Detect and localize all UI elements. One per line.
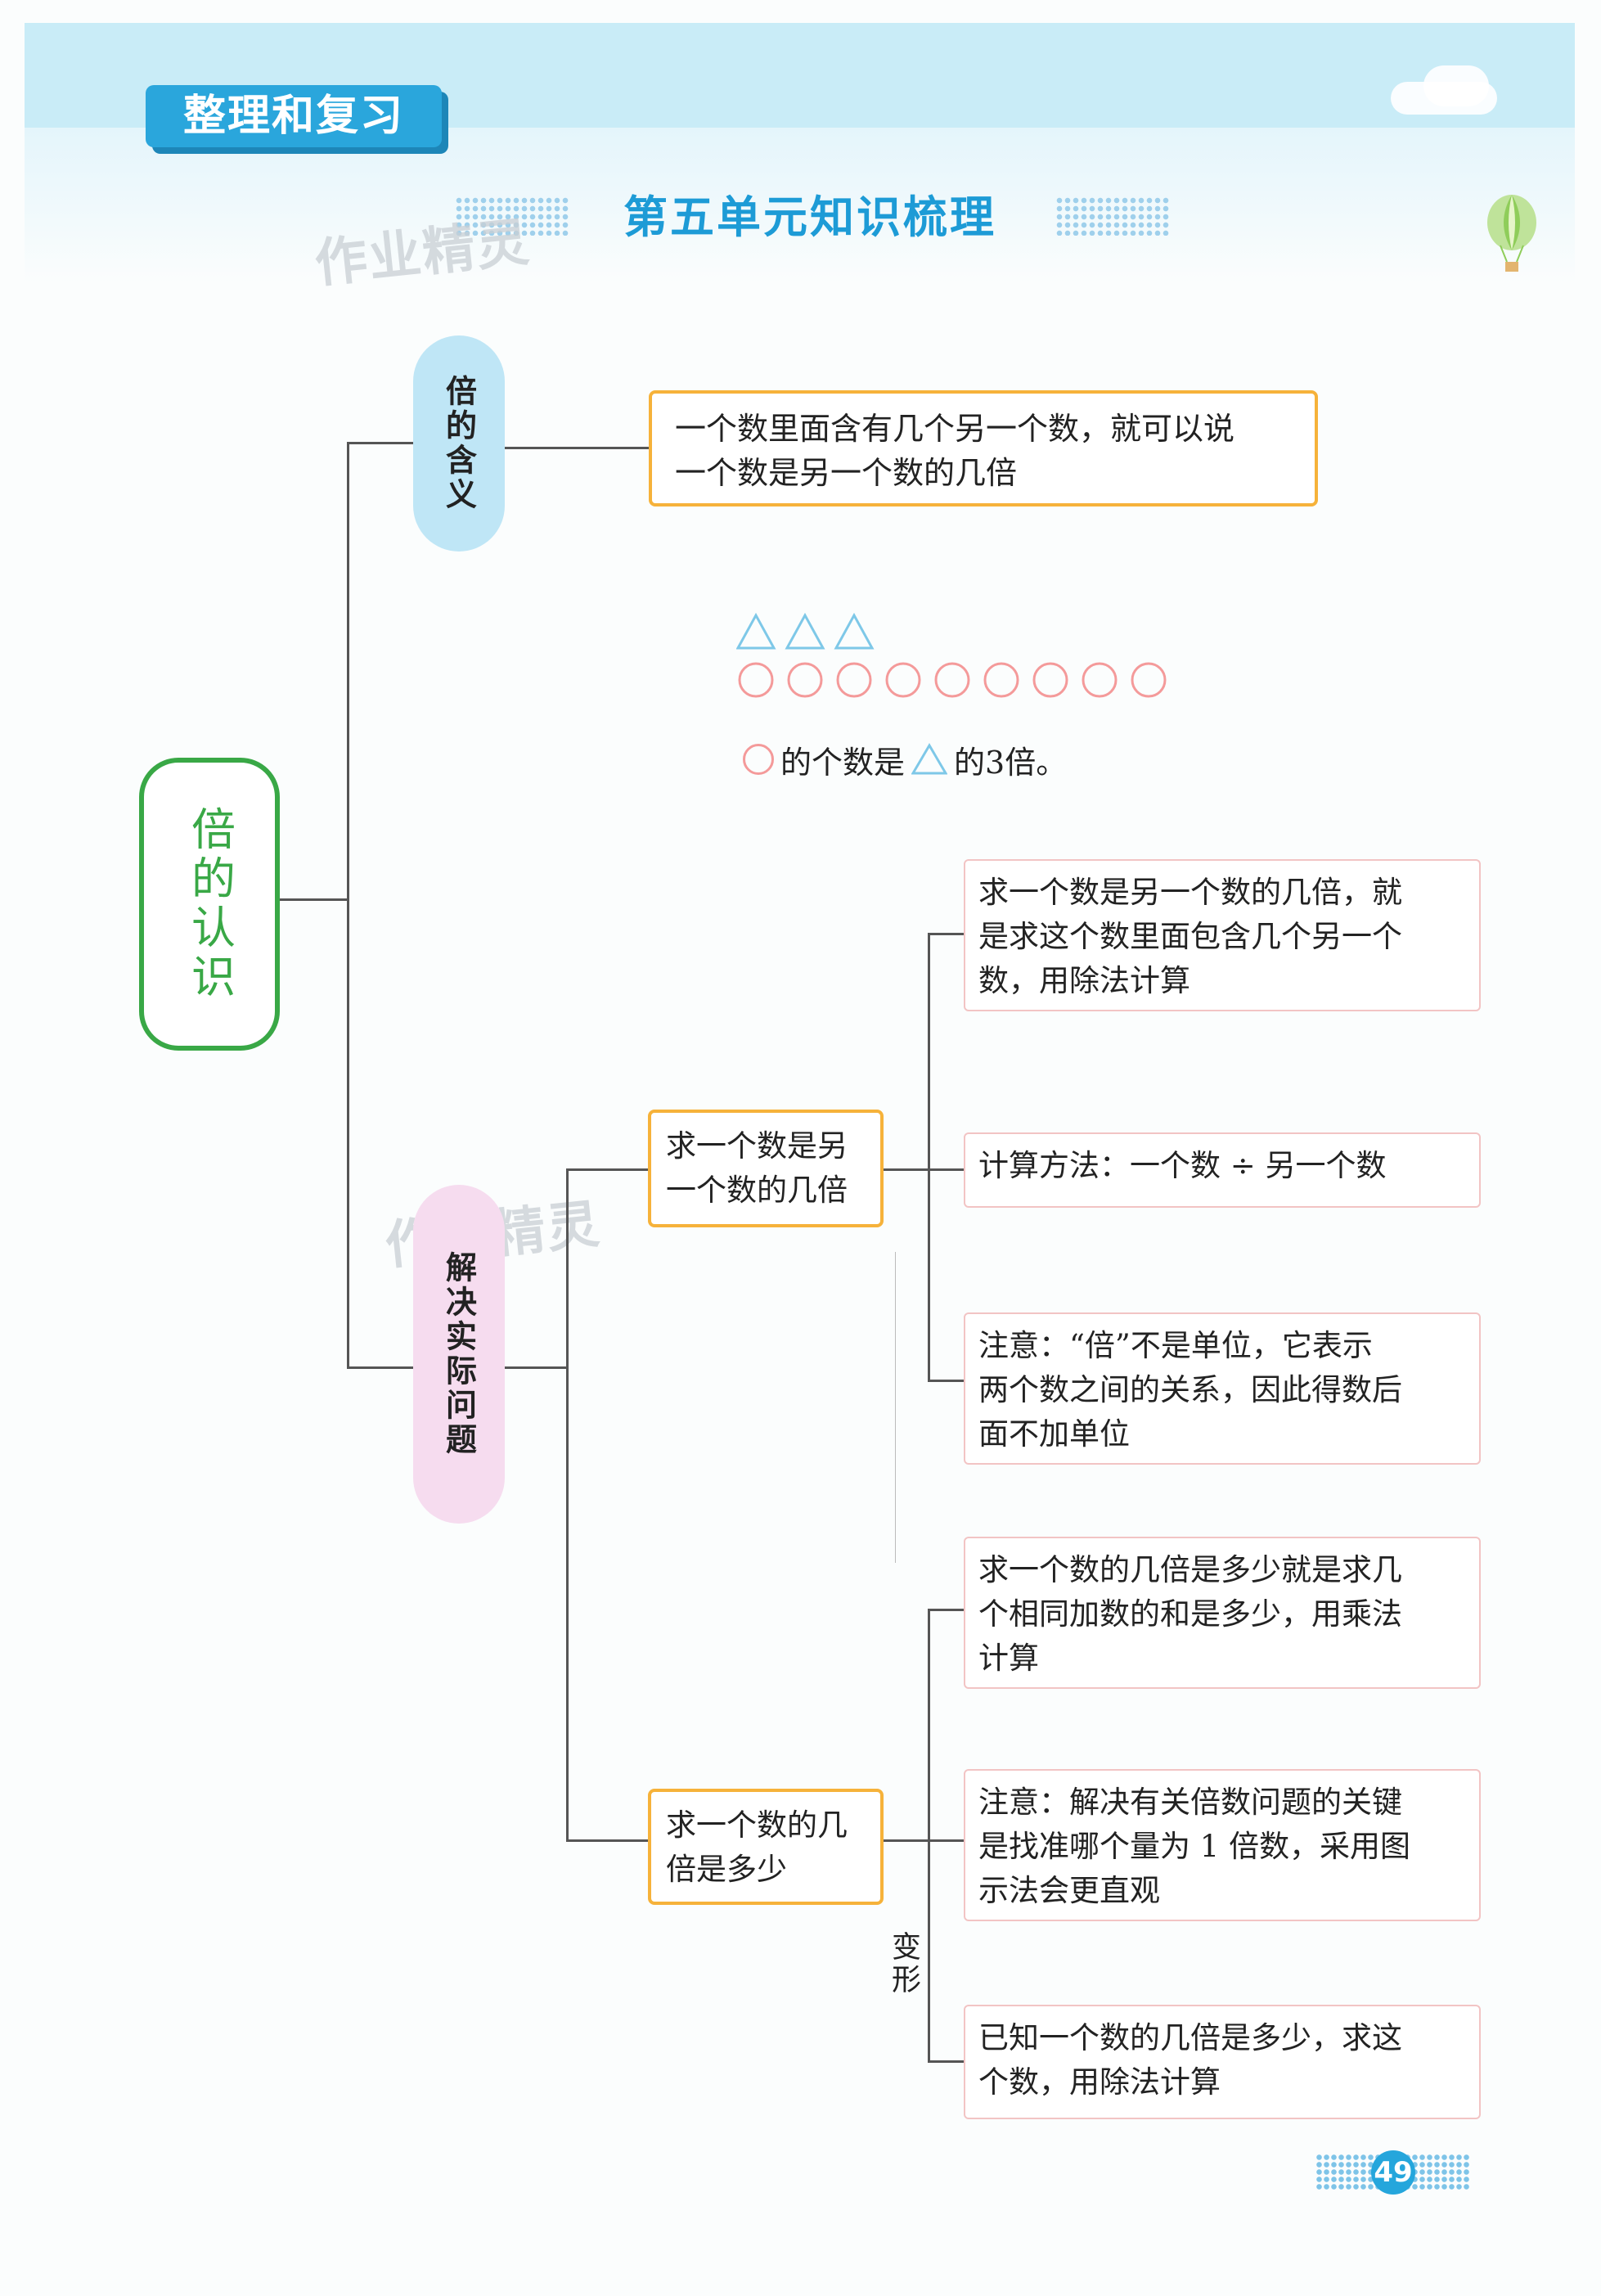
triangle-shape xyxy=(736,612,776,650)
circle-shape xyxy=(1131,662,1167,698)
circle-shape xyxy=(787,662,823,698)
circle-shape xyxy=(1082,662,1118,698)
sub1-label-line: 求一个数是另 xyxy=(666,1128,848,1164)
circle-shape xyxy=(836,662,872,698)
definition-line: 一个数里面含有几个另一个数，就可以说 xyxy=(675,411,1235,447)
note-line: 示法会更直观 xyxy=(978,1873,1160,1908)
note-line: 个相同加数的和是多少，用乘法 xyxy=(978,1596,1402,1632)
circle-shape xyxy=(1032,662,1068,698)
note-line: 个数，用除法计算 xyxy=(978,2064,1221,2100)
triangle-row xyxy=(736,612,875,650)
definition-line: 一个数是另一个数的几倍 xyxy=(675,455,1018,491)
sub1-note-box: 计算方法：一个数 ÷ 另一个数 xyxy=(964,1132,1481,1208)
connector-meaning-to-definition xyxy=(505,447,649,449)
definition-box: 一个数里面含有几个另一个数，就可以说 一个数是另一个数的几倍 xyxy=(649,390,1318,506)
circle-row xyxy=(738,662,1167,698)
note-line: 两个数之间的关系，因此得数后 xyxy=(978,1372,1402,1407)
connector-to-meaning xyxy=(347,442,414,444)
illustration-caption: 的个数是 的3倍。 xyxy=(736,736,1067,782)
branch-meaning-label: 倍的含义 xyxy=(440,375,477,512)
note-line: 数，用除法计算 xyxy=(978,963,1190,998)
transform-label: 变形 xyxy=(887,1931,920,1997)
caption-part1: 的个数是 xyxy=(780,744,906,781)
sub1-note-box: 求一个数是另一个数的几倍，就 是求这个数里面包含几个另一个 数，用除法计算 xyxy=(964,859,1481,1011)
note-line: 计算方法：一个数 ÷ 另一个数 xyxy=(978,1148,1387,1183)
connector-to-problems xyxy=(347,1366,414,1369)
sub2-box: 求一个数的几 倍是多少 xyxy=(648,1789,884,1905)
note-line: 面不加单位 xyxy=(978,1416,1130,1452)
triangle-shape xyxy=(834,612,875,650)
circle-shape xyxy=(738,662,774,698)
circle-icon xyxy=(743,744,774,775)
title-dots-right xyxy=(1055,196,1170,236)
triangle-shape xyxy=(785,612,825,650)
sub2-note-box: 已知一个数的几倍是多少，求这 个数，用除法计算 xyxy=(964,2005,1481,2119)
connector-sub2-note1 xyxy=(928,1609,964,1611)
connector-problems-out xyxy=(505,1366,569,1369)
connector-sub2-out xyxy=(884,1839,929,1842)
chapter-title: 第五单元知识梳理 xyxy=(623,191,996,243)
note-line: 求一个数的几倍是多少就是求几 xyxy=(978,1552,1402,1587)
circle-shape xyxy=(983,662,1019,698)
connector-problems-vertical xyxy=(566,1168,569,1841)
branch-problems-pill: 解决实际问题 xyxy=(413,1185,505,1524)
page-number: 49 xyxy=(1371,2150,1415,2195)
note-line: 已知一个数的几倍是多少，求这 xyxy=(978,2020,1402,2055)
note-line: 计算 xyxy=(978,1641,1039,1676)
branch-meaning-pill: 倍的含义 xyxy=(413,335,505,551)
balloon-icon xyxy=(1487,195,1536,272)
header-fade xyxy=(25,128,1575,283)
cloud-decoration xyxy=(1423,65,1489,106)
title-dots-left xyxy=(455,196,569,236)
circle-shape xyxy=(934,662,970,698)
root-node-label: 倍的认识 xyxy=(183,806,236,1002)
sub1-label-line: 一个数的几倍 xyxy=(666,1173,848,1208)
branch-problems-label: 解决实际问题 xyxy=(440,1251,477,1457)
sub2-note-box: 注意：解决有关倍数问题的关键 是找准哪个量为 1 倍数，采用图 示法会更直观 xyxy=(964,1769,1481,1921)
connector-sub2-note2 xyxy=(928,1839,964,1842)
caption-part2: 的3倍。 xyxy=(954,744,1068,781)
connector-to-sub1 xyxy=(566,1168,648,1171)
note-line: 是求这个数里面包含几个另一个 xyxy=(978,919,1402,954)
triangle-icon xyxy=(911,743,948,775)
connector-to-sub2 xyxy=(566,1839,648,1842)
sub1-box: 求一个数是另 一个数的几倍 xyxy=(648,1110,884,1227)
root-node: 倍的认识 xyxy=(139,758,280,1051)
note-line: 求一个数是另一个数的几倍，就 xyxy=(978,875,1402,910)
circle-shape xyxy=(885,662,921,698)
connector-sub2-vertical xyxy=(928,1609,930,2062)
connector-sub1-vertical xyxy=(928,933,930,1381)
connector-sub1-note3 xyxy=(928,1380,964,1382)
connector-root-out xyxy=(270,898,349,901)
connector-sub1-out xyxy=(884,1168,929,1171)
connector-sub1-note2 xyxy=(928,1168,964,1171)
divider-thin xyxy=(895,1252,896,1563)
sub2-label-line: 求一个数的几 xyxy=(666,1808,848,1843)
section-tag: 整理和复习 xyxy=(146,85,442,147)
connector-sub1-note1 xyxy=(928,933,964,935)
note-line: 注意：解决有关倍数问题的关键 xyxy=(978,1785,1402,1820)
sub2-note-box: 求一个数的几倍是多少就是求几 个相同加数的和是多少，用乘法 计算 xyxy=(964,1537,1481,1689)
sub2-label-line: 倍是多少 xyxy=(666,1852,787,1887)
sub1-note-box: 注意：“倍”不是单位，它表示 两个数之间的关系，因此得数后 面不加单位 xyxy=(964,1312,1481,1465)
connector-sub2-note3 xyxy=(928,2060,964,2063)
note-line: 是找准哪个量为 1 倍数，采用图 xyxy=(978,1829,1411,1864)
connector-main-vertical xyxy=(347,442,349,1368)
note-line: 注意：“倍”不是单位，它表示 xyxy=(978,1328,1373,1363)
